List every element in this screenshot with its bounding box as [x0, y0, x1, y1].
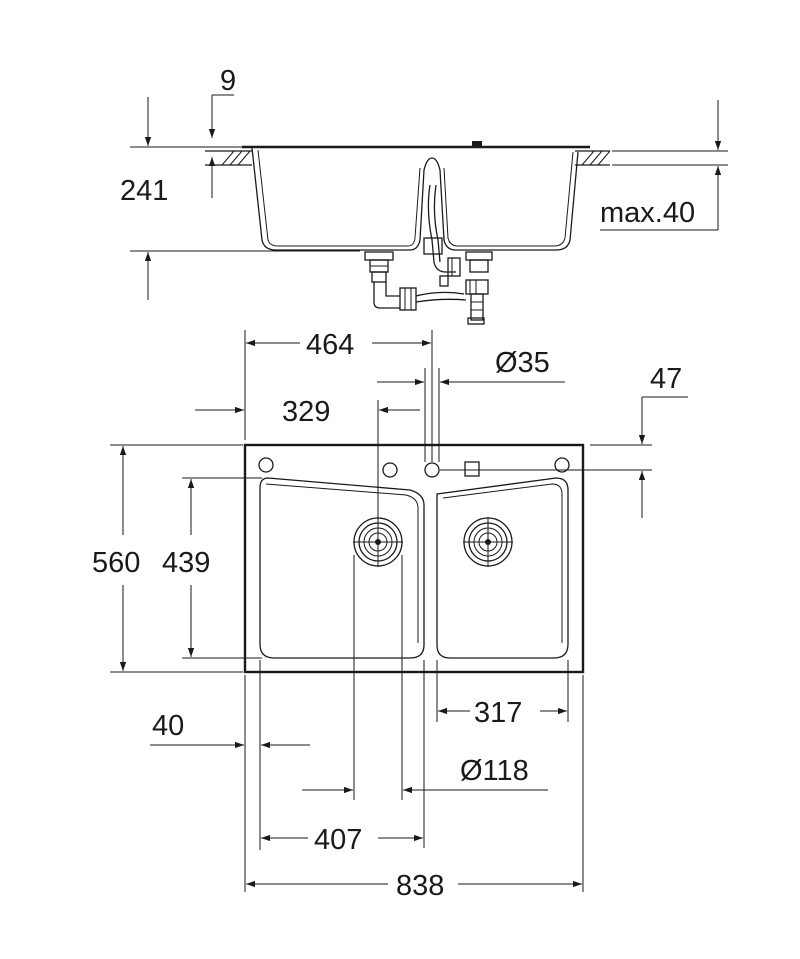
dim-right-offset-label: 47	[650, 363, 682, 395]
dim-overall-depth: 560	[92, 444, 243, 673]
tap-hole-mid	[382, 462, 398, 478]
dim-overall-depth-label: 560	[92, 547, 140, 579]
section-view: 9 241 max.40	[120, 65, 728, 325]
dim-countertop: max.40	[600, 100, 728, 231]
dim-bowl-depth: 439	[162, 477, 262, 659]
dim-right-bowl-width-label: 317	[474, 697, 522, 729]
dim-overall-width-label: 838	[396, 870, 444, 902]
dim-countertop-label: max.40	[600, 197, 695, 229]
dim-left-bowl-width-label: 407	[314, 824, 362, 856]
tap-hole-main	[424, 462, 440, 478]
dim-bowl-height-label: 241	[120, 175, 168, 207]
dim-drain-offset: 329	[195, 396, 420, 520]
drain-assembly	[364, 184, 493, 325]
dim-right-offset: 47	[440, 363, 688, 518]
sink-bowl-profile	[251, 147, 579, 251]
drain-left	[353, 517, 403, 567]
dim-right-bowl-width: 317	[436, 660, 569, 729]
drain-right	[463, 517, 513, 567]
tap-hole-left	[258, 457, 274, 473]
overflow-button	[464, 461, 480, 477]
dim-left-bowl-width: 407	[261, 660, 425, 856]
dim-tap-offset-label: 464	[306, 329, 354, 361]
dim-bowl-height: 241	[120, 97, 360, 300]
countertop-right	[575, 150, 611, 166]
plan-view: 464 Ø35 47 329	[92, 329, 688, 902]
dim-bowl-depth-label: 439	[162, 547, 210, 579]
sink-outline	[243, 443, 585, 674]
dim-lip-label: 9	[220, 65, 236, 97]
dim-overall-width: 838	[246, 675, 584, 902]
tap-hole-right	[554, 457, 570, 473]
dim-drain-diameter: Ø118	[302, 555, 548, 800]
dim-tap-hole-label: Ø35	[495, 347, 550, 379]
right-bowl	[436, 477, 569, 659]
dim-edge-offset: 40	[150, 660, 310, 892]
dim-tap-offset: 464	[244, 329, 433, 462]
dim-edge-offset-label: 40	[152, 710, 184, 742]
dim-tap-hole: Ø35	[377, 347, 565, 462]
dim-lip: 9	[208, 65, 236, 198]
left-bowl	[259, 477, 425, 659]
dim-drain-diameter-label: Ø118	[460, 755, 529, 787]
dim-drain-offset-label: 329	[282, 396, 330, 428]
